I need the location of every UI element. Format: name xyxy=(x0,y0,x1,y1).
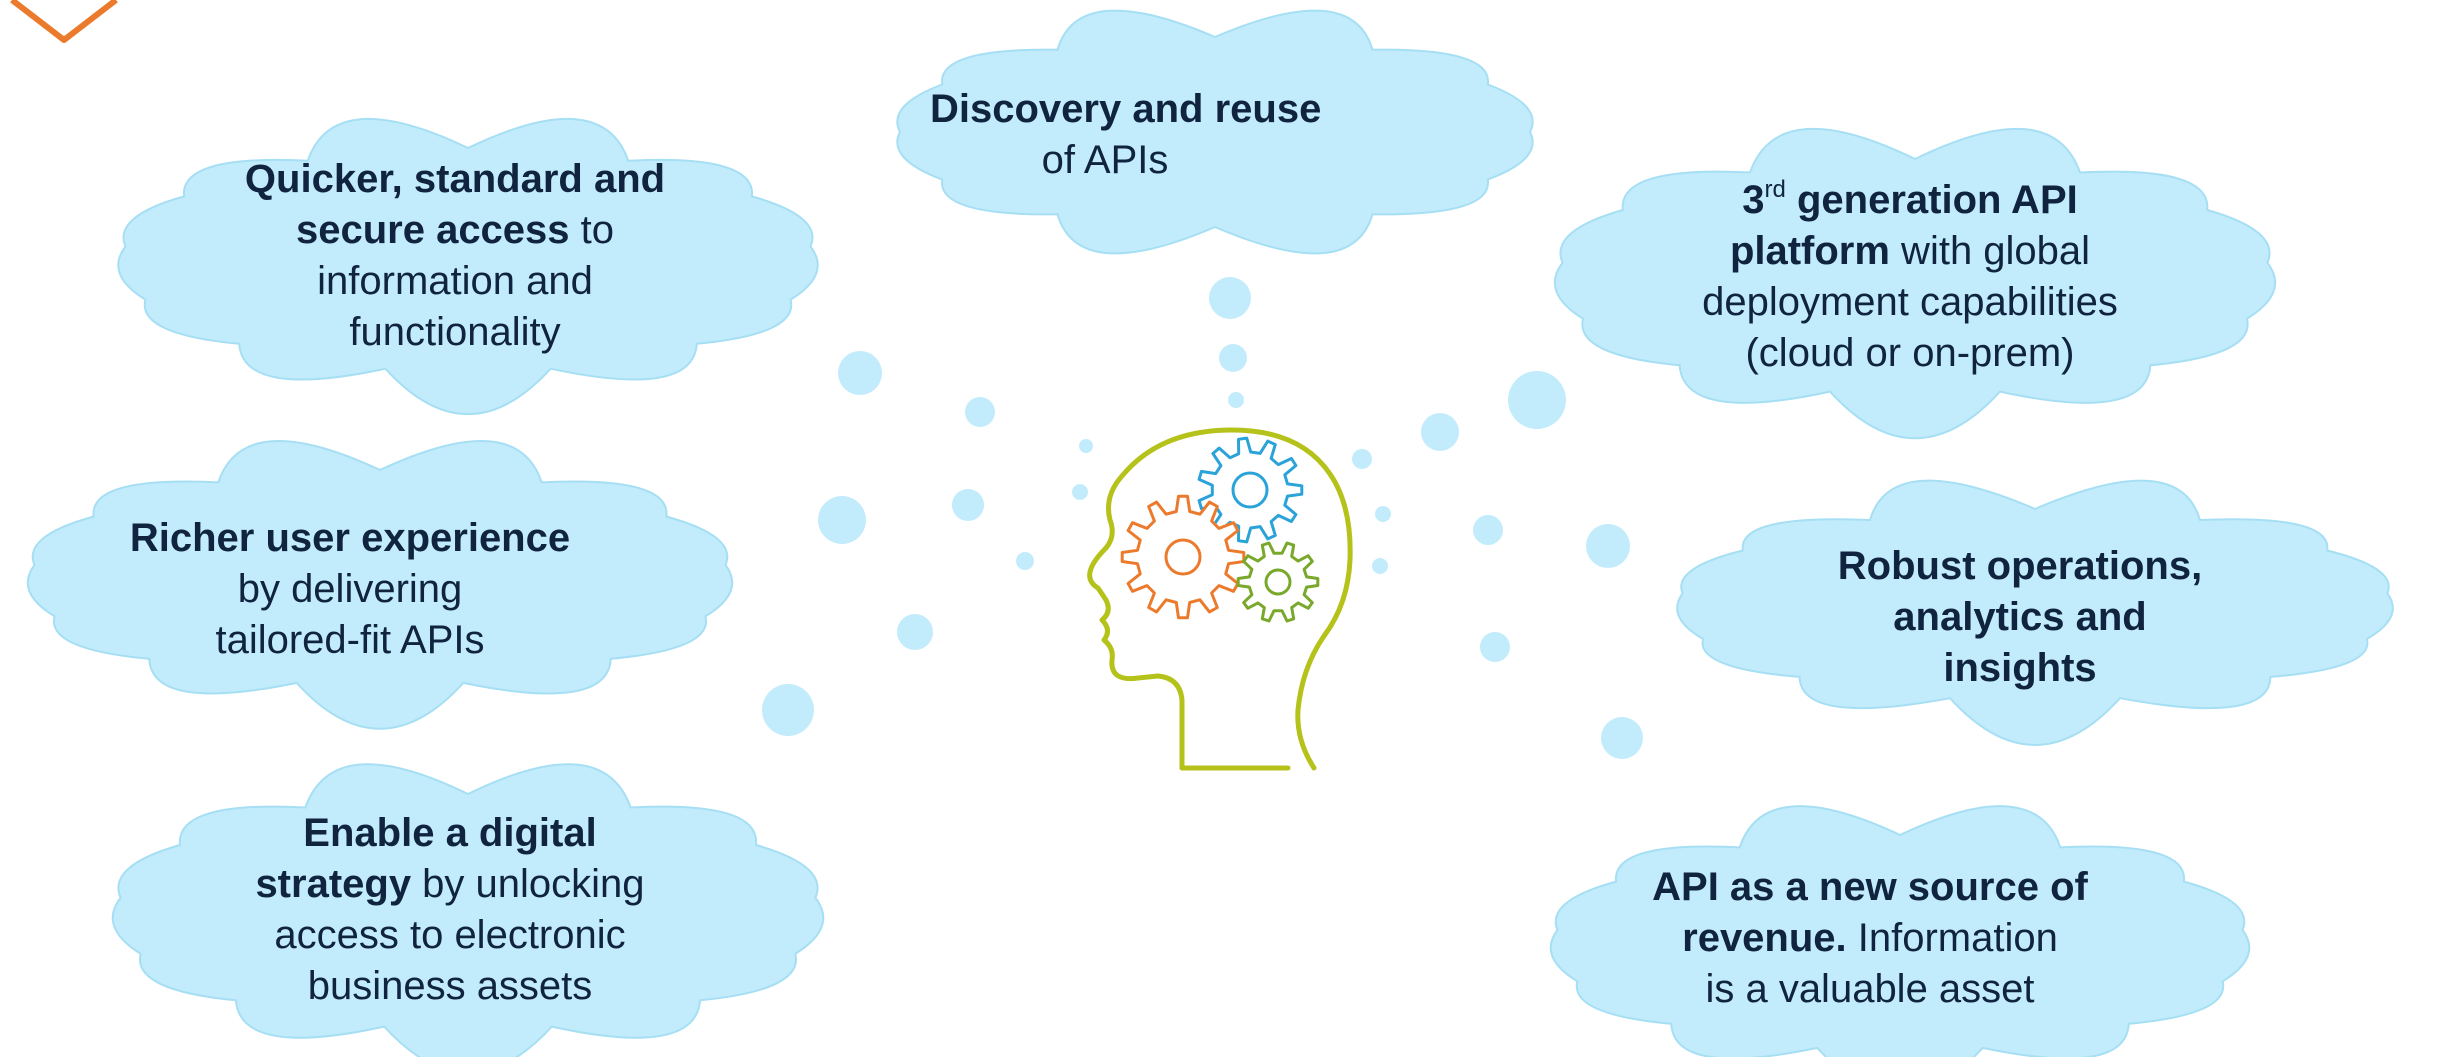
thought-bubble-icon xyxy=(1473,515,1503,545)
cloud-richer-text: Richer user experience by delivering tai… xyxy=(100,513,600,666)
richer-bold: Richer user experience xyxy=(129,516,571,560)
discovery-line2: of APIs xyxy=(1041,138,1169,182)
richer-line2: by delivering xyxy=(237,567,463,611)
cloud-richer-shape xyxy=(26,439,734,730)
thought-bubble-icon xyxy=(1480,632,1510,662)
platform-bold-line1: generation API xyxy=(1785,178,2078,222)
thought-bubble-icon xyxy=(1372,558,1388,574)
thought-bubble-icon xyxy=(897,614,933,650)
robust-bold-line2: analytics and xyxy=(1893,595,2147,639)
cloud-platform-text: 3rd generation API platform with global … xyxy=(1660,175,2160,379)
robust-bold-line3: insights xyxy=(1943,646,2097,690)
cloud-platform-shape xyxy=(1553,127,2277,440)
platform-bold-prefix: 3 xyxy=(1742,178,1765,222)
enable-bold-line2: strategy xyxy=(255,862,412,906)
thought-bubble-icon xyxy=(1209,277,1251,319)
enable-line2-tail: by unlocking xyxy=(411,862,645,906)
gear-blue-icon xyxy=(1197,436,1304,544)
thought-bubble-icon xyxy=(1508,371,1566,429)
cloud-robust-text: Robust operations, analytics and insight… xyxy=(1790,541,2250,694)
thought-bubble-icon xyxy=(1601,717,1643,759)
quicker-line3: information and xyxy=(317,259,593,303)
thought-bubble-icon xyxy=(1421,413,1459,451)
quicker-bold-line2: secure access xyxy=(295,208,570,252)
quicker-line2-tail: to xyxy=(569,208,615,252)
thought-bubble-icon xyxy=(838,351,882,395)
gear-orange-icon xyxy=(1120,494,1246,620)
thought-bubble-icon xyxy=(818,496,866,544)
cloud-enable-text: Enable a digital strategy by unlocking a… xyxy=(200,808,700,1012)
thought-bubble-icon xyxy=(762,684,814,736)
revenue-bold-line2: revenue. xyxy=(1682,916,1847,960)
enable-line3: access to electronic xyxy=(274,913,626,957)
platform-bold-line2: platform xyxy=(1729,229,1890,273)
head-outline xyxy=(1087,427,1353,771)
thought-bubble-icon xyxy=(1016,552,1034,570)
platform-sup: rd xyxy=(1764,176,1786,203)
thought-bubble-icon xyxy=(1228,392,1244,408)
cloud-discovery-shape xyxy=(896,9,1534,255)
thought-bubble-icon xyxy=(1352,449,1372,469)
revenue-line3: is a valuable asset xyxy=(1705,967,2035,1011)
gear-green-icon xyxy=(1236,541,1320,623)
enable-bold-line1: Enable a digital xyxy=(303,811,597,855)
robust-bold-line1: Robust operations, xyxy=(1837,544,2203,588)
thought-bubble-icon xyxy=(1375,506,1391,522)
quicker-bold-line1: Quicker, standard and xyxy=(244,157,666,201)
thought-bubble-icon xyxy=(1219,344,1247,372)
gear-green-hole xyxy=(1264,568,1292,596)
cloud-discovery-text: Discovery and reuse of APIs xyxy=(930,84,1321,186)
platform-line3: deployment capabilities xyxy=(1702,280,2118,324)
cloud-revenue-text: API as a new source of revenue. Informat… xyxy=(1620,862,2120,1015)
thought-bubble-icon xyxy=(952,489,984,521)
cloud-quicker-text: Quicker, standard and secure access to i… xyxy=(210,154,700,358)
cloud-revenue-shape xyxy=(1549,805,2251,1057)
discovery-bold: Discovery and reuse xyxy=(930,87,1322,131)
thought-bubble-icon xyxy=(965,397,995,427)
quicker-line4: functionality xyxy=(349,310,561,354)
gear-orange-hole xyxy=(1164,538,1202,576)
gear-blue-hole xyxy=(1231,471,1269,509)
revenue-line2-tail: Information xyxy=(1846,916,2058,960)
cloud-quicker-shape xyxy=(117,117,819,415)
thought-bubble-icon xyxy=(1072,484,1088,500)
chevron-down-icon xyxy=(10,0,118,43)
thought-bubble-icon xyxy=(1079,439,1093,453)
enable-line4: business assets xyxy=(307,964,593,1008)
cloud-enable-shape xyxy=(111,763,825,1057)
richer-line3: tailored-fit APIs xyxy=(215,618,485,662)
thought-bubble-icon xyxy=(1586,524,1630,568)
platform-line2-tail: with global xyxy=(1889,229,2091,273)
platform-line4: (cloud or on-prem) xyxy=(1745,331,2075,375)
cloud-robust-shape xyxy=(1676,479,2394,746)
revenue-bold-line1: API as a new source of xyxy=(1652,865,2088,909)
